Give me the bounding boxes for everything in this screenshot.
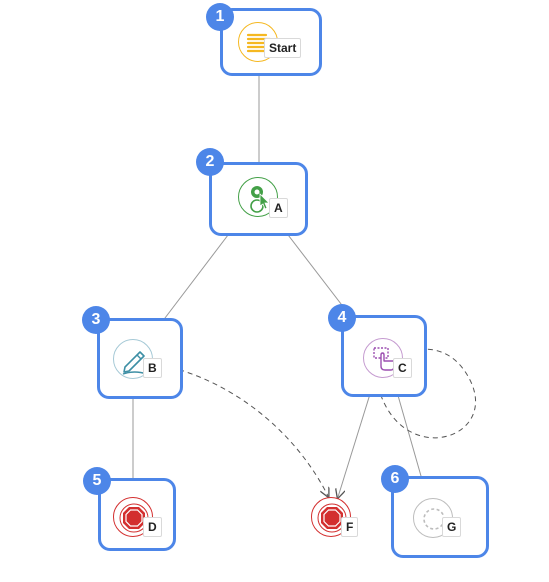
node-label-f: F (341, 517, 359, 537)
node-label-c: C (393, 358, 412, 378)
node-a[interactable] (238, 177, 278, 217)
step-badge-4: 4 (328, 304, 356, 332)
step-badge-1: 1 (206, 3, 234, 31)
node-label-a: A (269, 198, 288, 218)
edge-c-f (338, 377, 376, 497)
node-label-b: B (143, 358, 162, 378)
node-label-d: D (143, 517, 162, 537)
node-label-start: Start (264, 38, 302, 58)
step-badge-6: 6 (381, 465, 409, 493)
touch-pointer-icon (250, 186, 270, 213)
node-label-g: G (442, 517, 462, 537)
step-box-1[interactable] (220, 8, 322, 76)
step-badge-2: 2 (196, 148, 224, 176)
step-badge-5: 5 (83, 467, 111, 495)
step-badge-3: 3 (82, 306, 110, 334)
